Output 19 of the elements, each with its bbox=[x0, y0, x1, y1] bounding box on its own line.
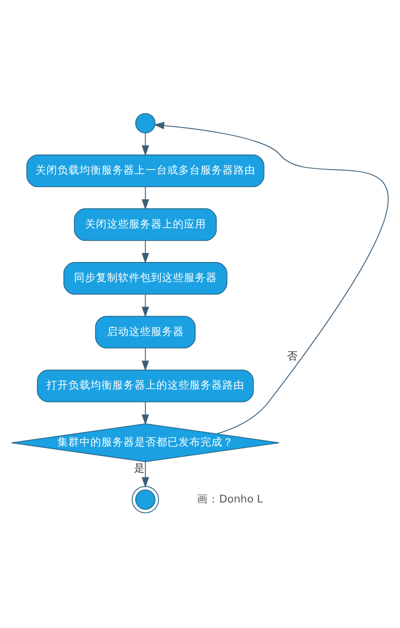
arrow bbox=[142, 240, 150, 264]
label: 画：Donho L bbox=[197, 492, 263, 505]
arrow bbox=[142, 186, 150, 210]
node-box: 打开负载均衡服务器上的这些服务器路由 bbox=[36, 369, 254, 402]
node-box: 启动这些服务器 bbox=[95, 315, 196, 348]
node-box: 关闭这些服务器上的应用 bbox=[74, 208, 217, 240]
node-box: 同步复制软件包到这些服务器 bbox=[63, 262, 228, 294]
arrow bbox=[142, 461, 150, 488]
node-box: 关闭负载均衡服务器上一台或多台服务器路由 bbox=[26, 154, 264, 187]
node-circle bbox=[132, 485, 160, 513]
node-circle bbox=[135, 112, 156, 133]
edge-label: 是 bbox=[134, 462, 146, 474]
arrow bbox=[142, 400, 150, 425]
edge-label: 否 bbox=[287, 350, 298, 362]
arrow bbox=[154, 121, 388, 434]
node-diamond: 集群中的服务器是否都已发布完成？ bbox=[11, 422, 280, 462]
arrow bbox=[142, 293, 150, 317]
arrow bbox=[142, 132, 150, 156]
arrow bbox=[142, 347, 150, 371]
